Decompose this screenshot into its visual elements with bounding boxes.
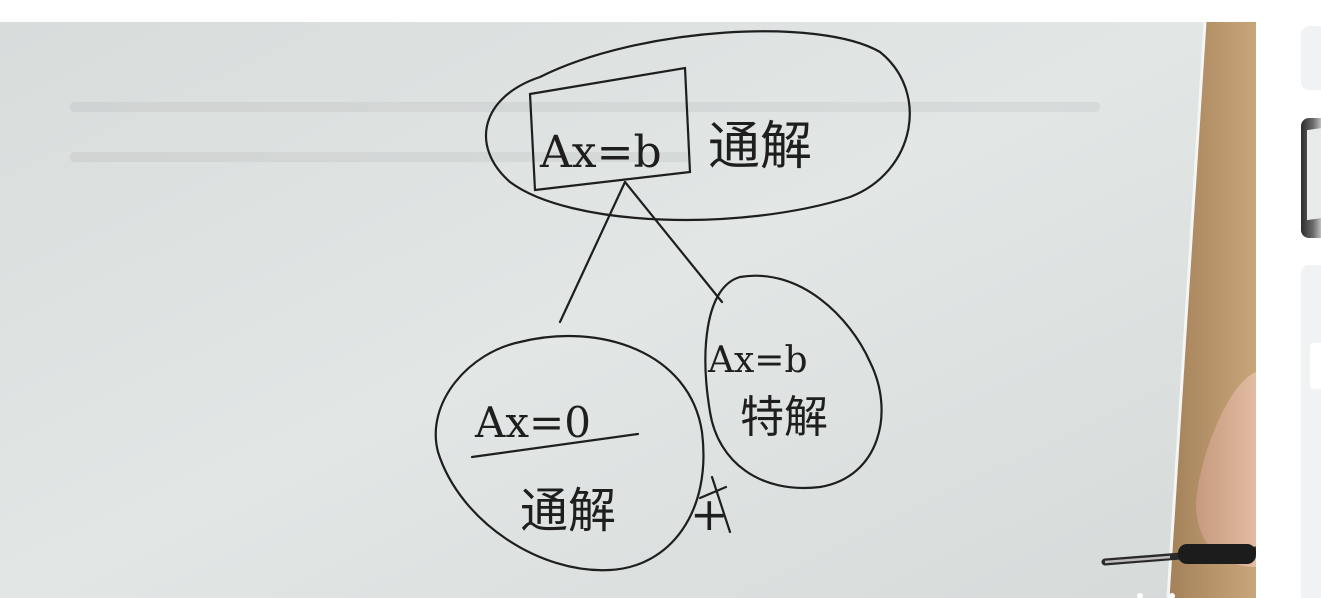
top-bar [0, 0, 1321, 22]
top-equation-text: Ax=b [539, 127, 662, 178]
left-equation-text: Ax=0 [474, 398, 591, 447]
show-through-text [70, 102, 1100, 162]
sidebar-card[interactable] [1301, 26, 1321, 90]
whiteboard [0, 22, 1205, 598]
video-player[interactable]: Ax=b 通解 Ax=0 通解 Ax=b 特解 + [0, 22, 1256, 598]
sidebar-panel-input[interactable] [1310, 343, 1321, 389]
progress-indicator-dots [1137, 593, 1175, 598]
hand-with-pen [1101, 372, 1256, 567]
thumbnail-image [1307, 125, 1321, 221]
left-word-text: 通解 [520, 483, 616, 539]
plus-sign-text: + [690, 487, 729, 541]
top-word-text: 通解 [708, 117, 812, 177]
right-word-text: 特解 [740, 392, 828, 443]
right-ellipse-group [704, 274, 883, 490]
right-equation-text: Ax=b [707, 340, 808, 381]
recommended-video-thumbnail[interactable] [1301, 118, 1321, 238]
top-ellipse-group [484, 30, 911, 324]
video-frame: Ax=b 通解 Ax=0 通解 Ax=b 特解 + [0, 22, 1256, 598]
left-ellipse-group [434, 334, 732, 572]
sidebar-panel [1301, 265, 1321, 598]
